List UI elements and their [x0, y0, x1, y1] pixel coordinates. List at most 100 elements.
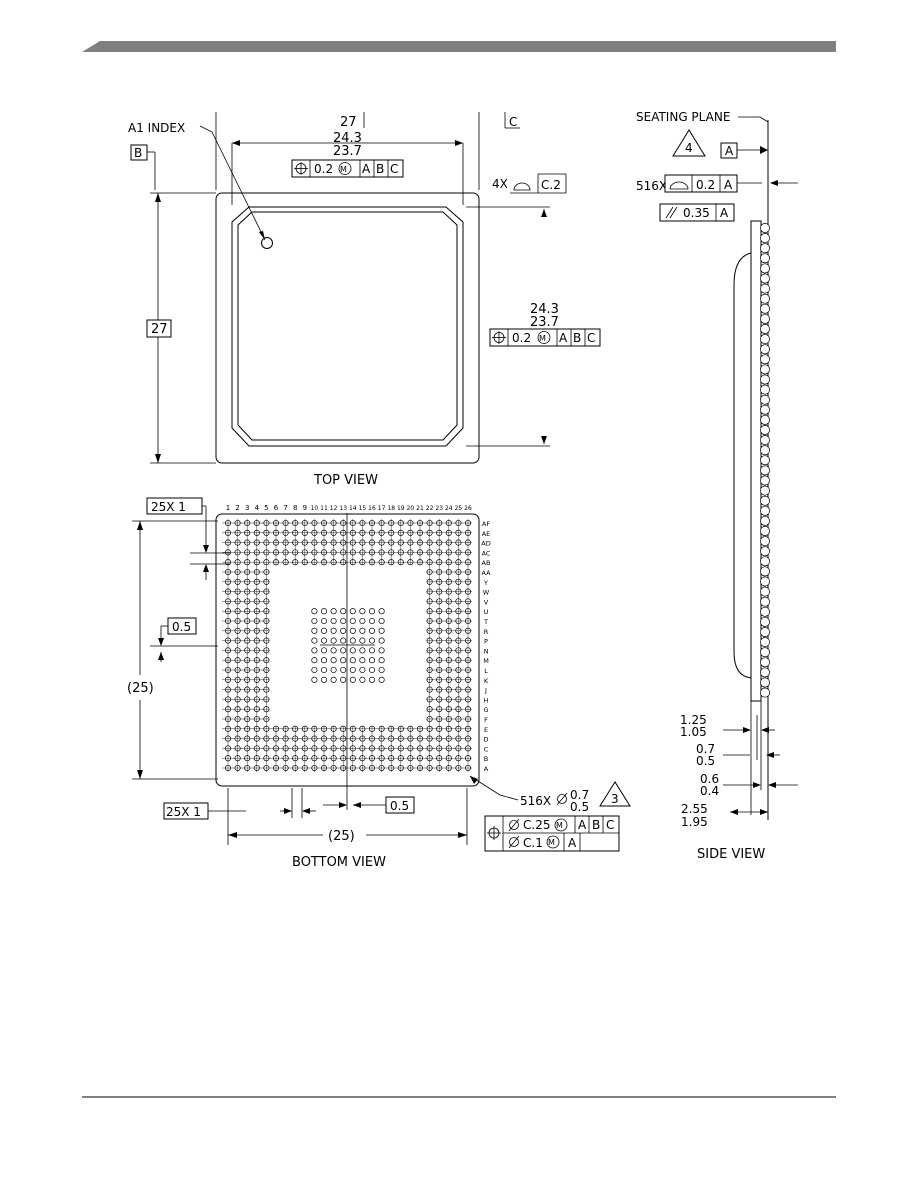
top-width-max: 24.3 — [333, 131, 362, 146]
profile-count: 4X — [492, 177, 508, 191]
span-horizontal: (25) — [328, 829, 355, 844]
side-solder-ball — [760, 445, 770, 456]
solder-ball — [311, 666, 318, 674]
solder-ball — [368, 627, 376, 634]
solder-ball — [378, 637, 385, 644]
solder-ball — [330, 627, 337, 634]
side-solder-ball — [760, 606, 770, 617]
solder-ball — [359, 666, 366, 674]
solder-ball — [340, 637, 347, 644]
column-label: 17 — [378, 505, 386, 512]
solder-ball — [311, 627, 318, 634]
svg-text:M: M — [539, 334, 546, 343]
solder-ball — [311, 637, 318, 644]
side-dim-2-min: 0.5 — [696, 754, 715, 768]
solder-ball — [349, 657, 356, 664]
solder-ball — [330, 647, 337, 654]
column-label: 11 — [320, 505, 328, 512]
side-solder-ball — [760, 566, 770, 577]
solder-ball — [349, 666, 356, 674]
row-label: G — [483, 706, 488, 714]
side-solder-ball — [760, 404, 770, 415]
solder-ball — [330, 666, 337, 674]
side-solder-ball — [760, 435, 770, 446]
solder-ball — [368, 657, 376, 664]
side-solder-ball — [760, 505, 770, 516]
row-label: L — [484, 667, 488, 675]
side-solder-ball — [760, 334, 770, 345]
solder-ball — [368, 637, 376, 644]
svg-text:M: M — [556, 821, 563, 830]
side-dim-1-max: 1.25 — [680, 713, 707, 727]
side-solder-ball — [760, 253, 770, 264]
solder-ball — [340, 627, 347, 634]
solder-ball — [311, 676, 318, 683]
solder-ball — [359, 608, 366, 615]
row-label: M — [483, 657, 489, 665]
solder-ball — [320, 637, 328, 644]
datum-b-label: B — [134, 146, 142, 160]
side-solder-ball — [760, 637, 770, 648]
side-solder-ball — [760, 515, 770, 526]
row-label: AF — [482, 520, 490, 528]
side-datum-a: A — [725, 144, 734, 158]
row-label: J — [484, 687, 487, 695]
side-solder-ball — [760, 223, 770, 233]
side-solder-ball — [760, 485, 770, 496]
solder-ball — [368, 676, 376, 683]
column-label: 3 — [245, 504, 249, 512]
top-pos-tol-value: 0.2 — [314, 162, 333, 176]
solder-ball — [349, 617, 356, 625]
a1-index-marker — [261, 237, 273, 249]
solder-ball — [378, 608, 385, 615]
side-solder-ball — [760, 293, 770, 304]
solder-ball — [359, 637, 366, 644]
seating-plane-label: SEATING PLANE — [636, 110, 730, 124]
solder-ball — [320, 617, 328, 625]
top-height-max: 24.3 — [530, 302, 559, 317]
column-label: 25 — [455, 505, 463, 512]
side-solder-ball — [760, 344, 770, 355]
tol-1-datum-b: B — [592, 818, 600, 832]
column-label: 7 — [283, 504, 287, 512]
half-pitch-vertical: 0.5 — [172, 620, 191, 634]
side-solder-ball — [760, 303, 770, 314]
side-dim-4-max: 2.55 — [681, 802, 708, 816]
tol-1-datum-c: C — [606, 818, 614, 832]
side-solder-ball — [760, 687, 770, 698]
ball-grid — [222, 519, 472, 772]
row-label: T — [483, 618, 488, 626]
solder-ball — [330, 608, 337, 615]
solder-ball — [320, 627, 328, 634]
row-label: U — [484, 608, 489, 616]
tol-2-value: C.1 — [523, 836, 543, 850]
column-label: 4 — [255, 504, 260, 512]
side-solder-ball — [760, 627, 770, 637]
solder-ball — [320, 666, 328, 674]
solder-ball — [378, 617, 385, 625]
solder-ball — [330, 676, 337, 683]
tol-2-datum-a: A — [568, 836, 577, 850]
solder-ball — [311, 608, 318, 615]
side-solder-ball — [760, 233, 770, 244]
ball-dia-max: 0.7 — [570, 788, 589, 802]
side-solder-ball — [760, 677, 770, 688]
pitch-horizontal-label: 25X 1 — [166, 805, 201, 819]
solder-ball — [349, 676, 356, 683]
side-solder-ball — [760, 647, 770, 658]
side-solder-ball — [760, 586, 770, 597]
solder-ball — [330, 617, 337, 625]
column-label: 21 — [416, 505, 424, 512]
solder-ball — [378, 627, 385, 634]
solder-ball — [349, 647, 356, 654]
svg-text:M: M — [548, 838, 555, 847]
side-solder-ball — [760, 273, 770, 284]
seating-note: 4 — [685, 141, 693, 155]
top-height-min: 23.7 — [530, 315, 559, 330]
side-solder-ball — [760, 616, 770, 627]
solder-ball — [368, 647, 376, 654]
solder-ball — [340, 608, 347, 615]
column-label: 8 — [293, 504, 297, 512]
solder-ball — [311, 647, 318, 654]
side-solder-ball — [760, 374, 770, 385]
